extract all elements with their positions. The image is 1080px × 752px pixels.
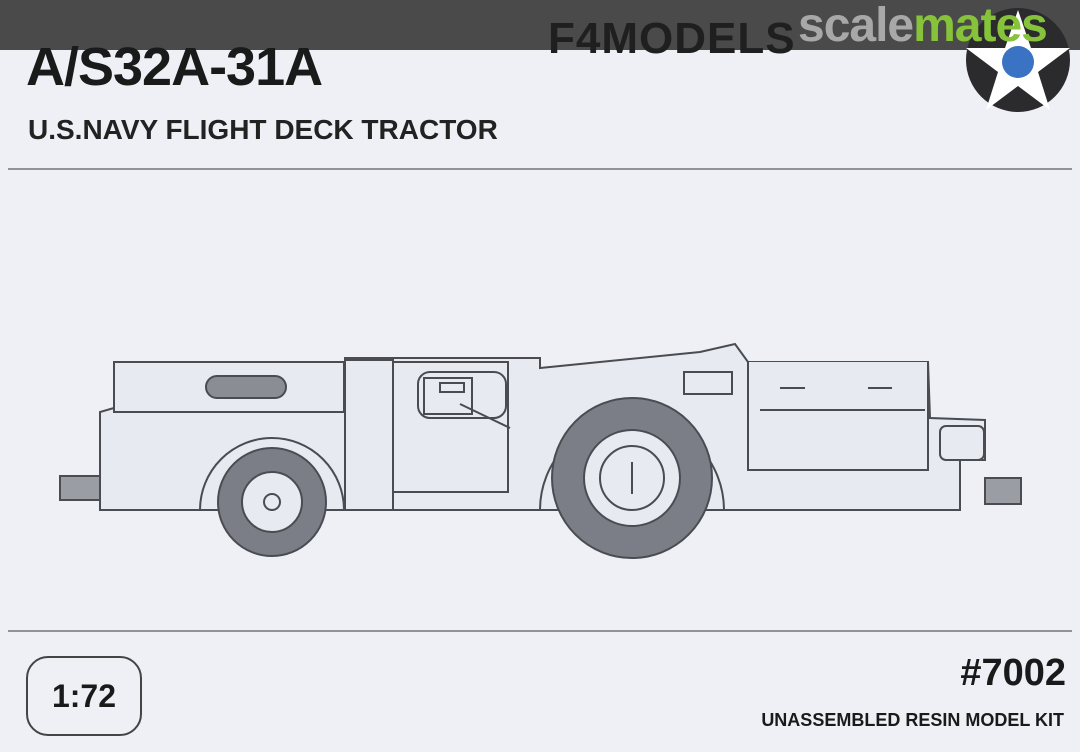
panel-display (439, 382, 465, 393)
seat-back (344, 359, 394, 511)
rear-tow-hitch (59, 475, 101, 501)
scale-badge: 1:72 (26, 656, 142, 736)
watermark-part-gray: scale (798, 0, 914, 52)
divider (8, 168, 1072, 170)
vent-grille (205, 375, 287, 399)
tractor-drawing (59, 342, 1022, 559)
kit-type: UNASSEMBLED RESIN MODEL KIT (761, 710, 1064, 730)
star-roundel-icon (966, 8, 1070, 112)
rear-wheel (217, 447, 327, 557)
front-hood (747, 362, 929, 471)
divider (8, 630, 1072, 632)
subtitle: U.S.NAVY FLIGHT DECK TRACTOR (28, 114, 498, 145)
kit-number: #7002 (960, 652, 1066, 694)
watermark: scalemates (798, 0, 1048, 53)
brand-logo: F4MODELS (548, 14, 796, 63)
front-wheel (551, 397, 713, 559)
front-tow-hitch (984, 477, 1022, 505)
top-bar (0, 0, 1080, 50)
page-title: A/S32A-31A (26, 37, 323, 97)
front-bumper (939, 425, 985, 461)
watermark-part-green: mates (913, 0, 1048, 52)
